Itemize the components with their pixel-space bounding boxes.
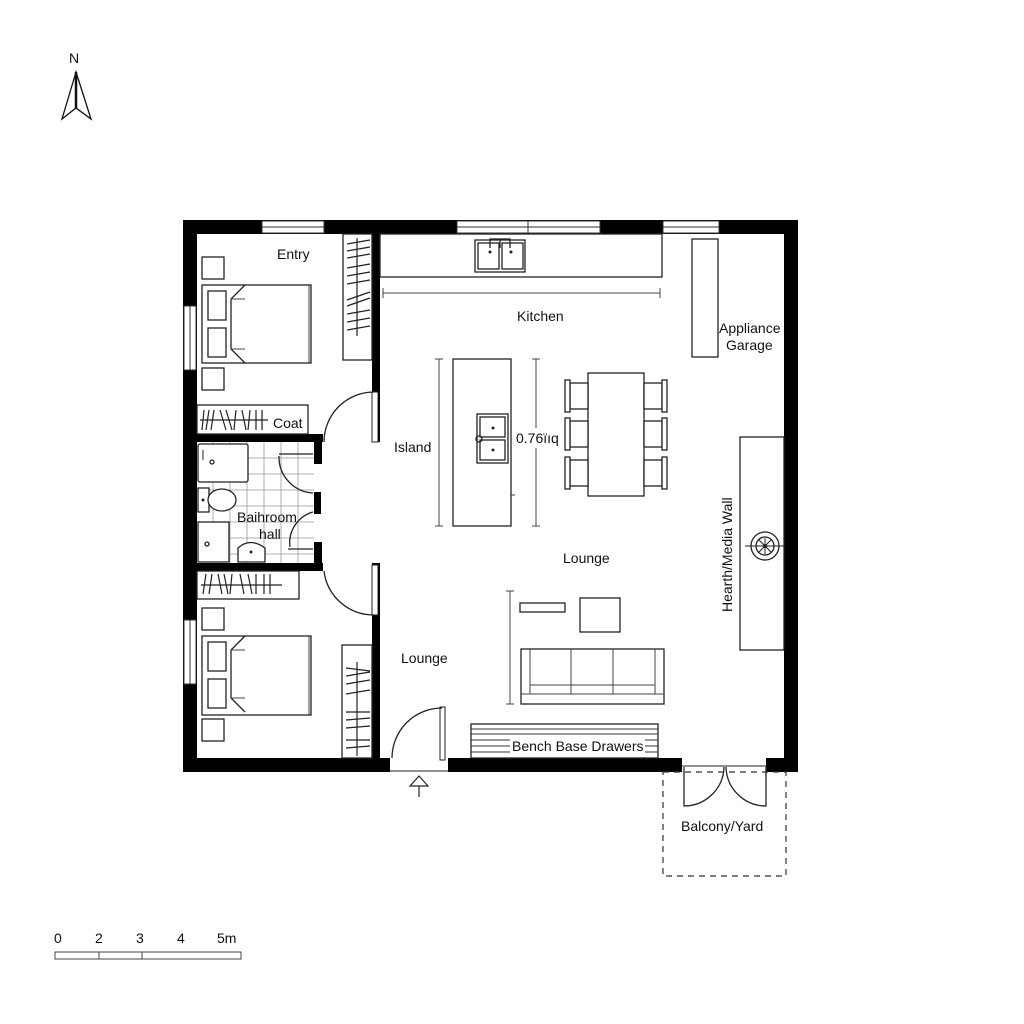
appliance-garage bbox=[691, 238, 719, 358]
balcony-yard: Balcony/Yard bbox=[662, 765, 787, 877]
island-dimension: 0.76ïıq bbox=[516, 430, 559, 446]
side-table bbox=[519, 602, 566, 613]
dining-chair bbox=[564, 379, 589, 413]
north-arrow: N bbox=[60, 50, 93, 121]
dining-chair bbox=[643, 379, 668, 413]
nightstand bbox=[201, 718, 225, 742]
bed bbox=[201, 635, 312, 716]
scale-tick: 3 bbox=[136, 930, 144, 946]
bathroom-door-lower[interactable] bbox=[288, 511, 314, 550]
dining-chair bbox=[643, 417, 668, 451]
kitchen: Kitchen Appliance Garage bbox=[379, 233, 781, 358]
windows bbox=[183, 220, 720, 685]
appliance-label-line2: Garage bbox=[726, 337, 773, 353]
dining-table bbox=[564, 372, 668, 497]
double-sink bbox=[474, 238, 526, 273]
main-entrance-door[interactable] bbox=[390, 706, 448, 797]
dining-chair bbox=[564, 456, 589, 490]
nightstand bbox=[201, 367, 225, 391]
dining-chair bbox=[643, 456, 668, 490]
scale-tick: 4 bbox=[177, 930, 185, 946]
hearth-media-wall: Hearth/Media Wall bbox=[719, 436, 785, 651]
balcony-label: Balcony/Yard bbox=[681, 818, 763, 834]
bathroom-label-line2: hall bbox=[259, 526, 281, 542]
wardrobe bbox=[342, 233, 373, 361]
lounge-west-label: Lounge bbox=[401, 650, 448, 666]
lounge: Lounge Lounge bbox=[401, 550, 665, 705]
lounge-label: Lounge bbox=[563, 550, 610, 566]
island-sink bbox=[475, 413, 509, 464]
balcony-french-doors[interactable] bbox=[682, 765, 767, 807]
nightstand bbox=[201, 607, 225, 631]
entry-label: Entry bbox=[277, 246, 310, 262]
closet bbox=[196, 570, 300, 600]
bathroom-label-line1: Baihroom bbox=[237, 509, 297, 525]
vanity bbox=[197, 521, 230, 563]
sink bbox=[237, 541, 266, 563]
bathtub bbox=[197, 443, 249, 483]
bedroom-1: Coat Entry bbox=[196, 233, 379, 443]
bed bbox=[201, 284, 312, 364]
appliance-label-line1: Appliance bbox=[719, 320, 781, 336]
scale-tick: 2 bbox=[95, 930, 103, 946]
entry-door[interactable] bbox=[323, 391, 379, 443]
nightstand bbox=[201, 256, 225, 280]
sofa bbox=[520, 648, 665, 705]
toilet bbox=[197, 487, 237, 513]
fireplace-icon bbox=[745, 531, 784, 561]
kitchen-counter bbox=[379, 233, 663, 278]
coffee-table bbox=[579, 597, 621, 633]
wardrobe bbox=[341, 644, 373, 759]
coat-closet: Coat bbox=[196, 404, 309, 435]
dimension-line bbox=[382, 288, 661, 298]
scale-bar: 0 2 3 4 5m bbox=[54, 930, 242, 960]
dining-chair bbox=[564, 417, 589, 451]
island-label: Island bbox=[394, 439, 431, 455]
scale-tick: 5m bbox=[217, 930, 236, 946]
kitchen-label: Kitchen bbox=[517, 308, 564, 324]
coat-label: Coat bbox=[273, 415, 303, 431]
hearth-label: Hearth/Media Wall bbox=[719, 497, 735, 612]
entrance-arrow-icon bbox=[408, 775, 430, 797]
bathroom-door-upper[interactable] bbox=[278, 453, 314, 494]
island-counter bbox=[452, 358, 512, 527]
island: Island 0.76ïıq bbox=[394, 358, 563, 527]
bedroom-2 bbox=[196, 564, 379, 759]
bedroom-2-door[interactable] bbox=[323, 564, 379, 616]
bench-label: Bench Base Drawers bbox=[512, 738, 644, 754]
bathroom: Baihroom hall bbox=[197, 442, 314, 563]
north-label: N bbox=[69, 50, 79, 66]
interior-walls bbox=[197, 220, 380, 763]
scale-tick: 0 bbox=[54, 930, 62, 946]
north-arrow-icon bbox=[60, 69, 93, 121]
bench-base-drawers: Bench Base Drawers bbox=[470, 723, 659, 759]
